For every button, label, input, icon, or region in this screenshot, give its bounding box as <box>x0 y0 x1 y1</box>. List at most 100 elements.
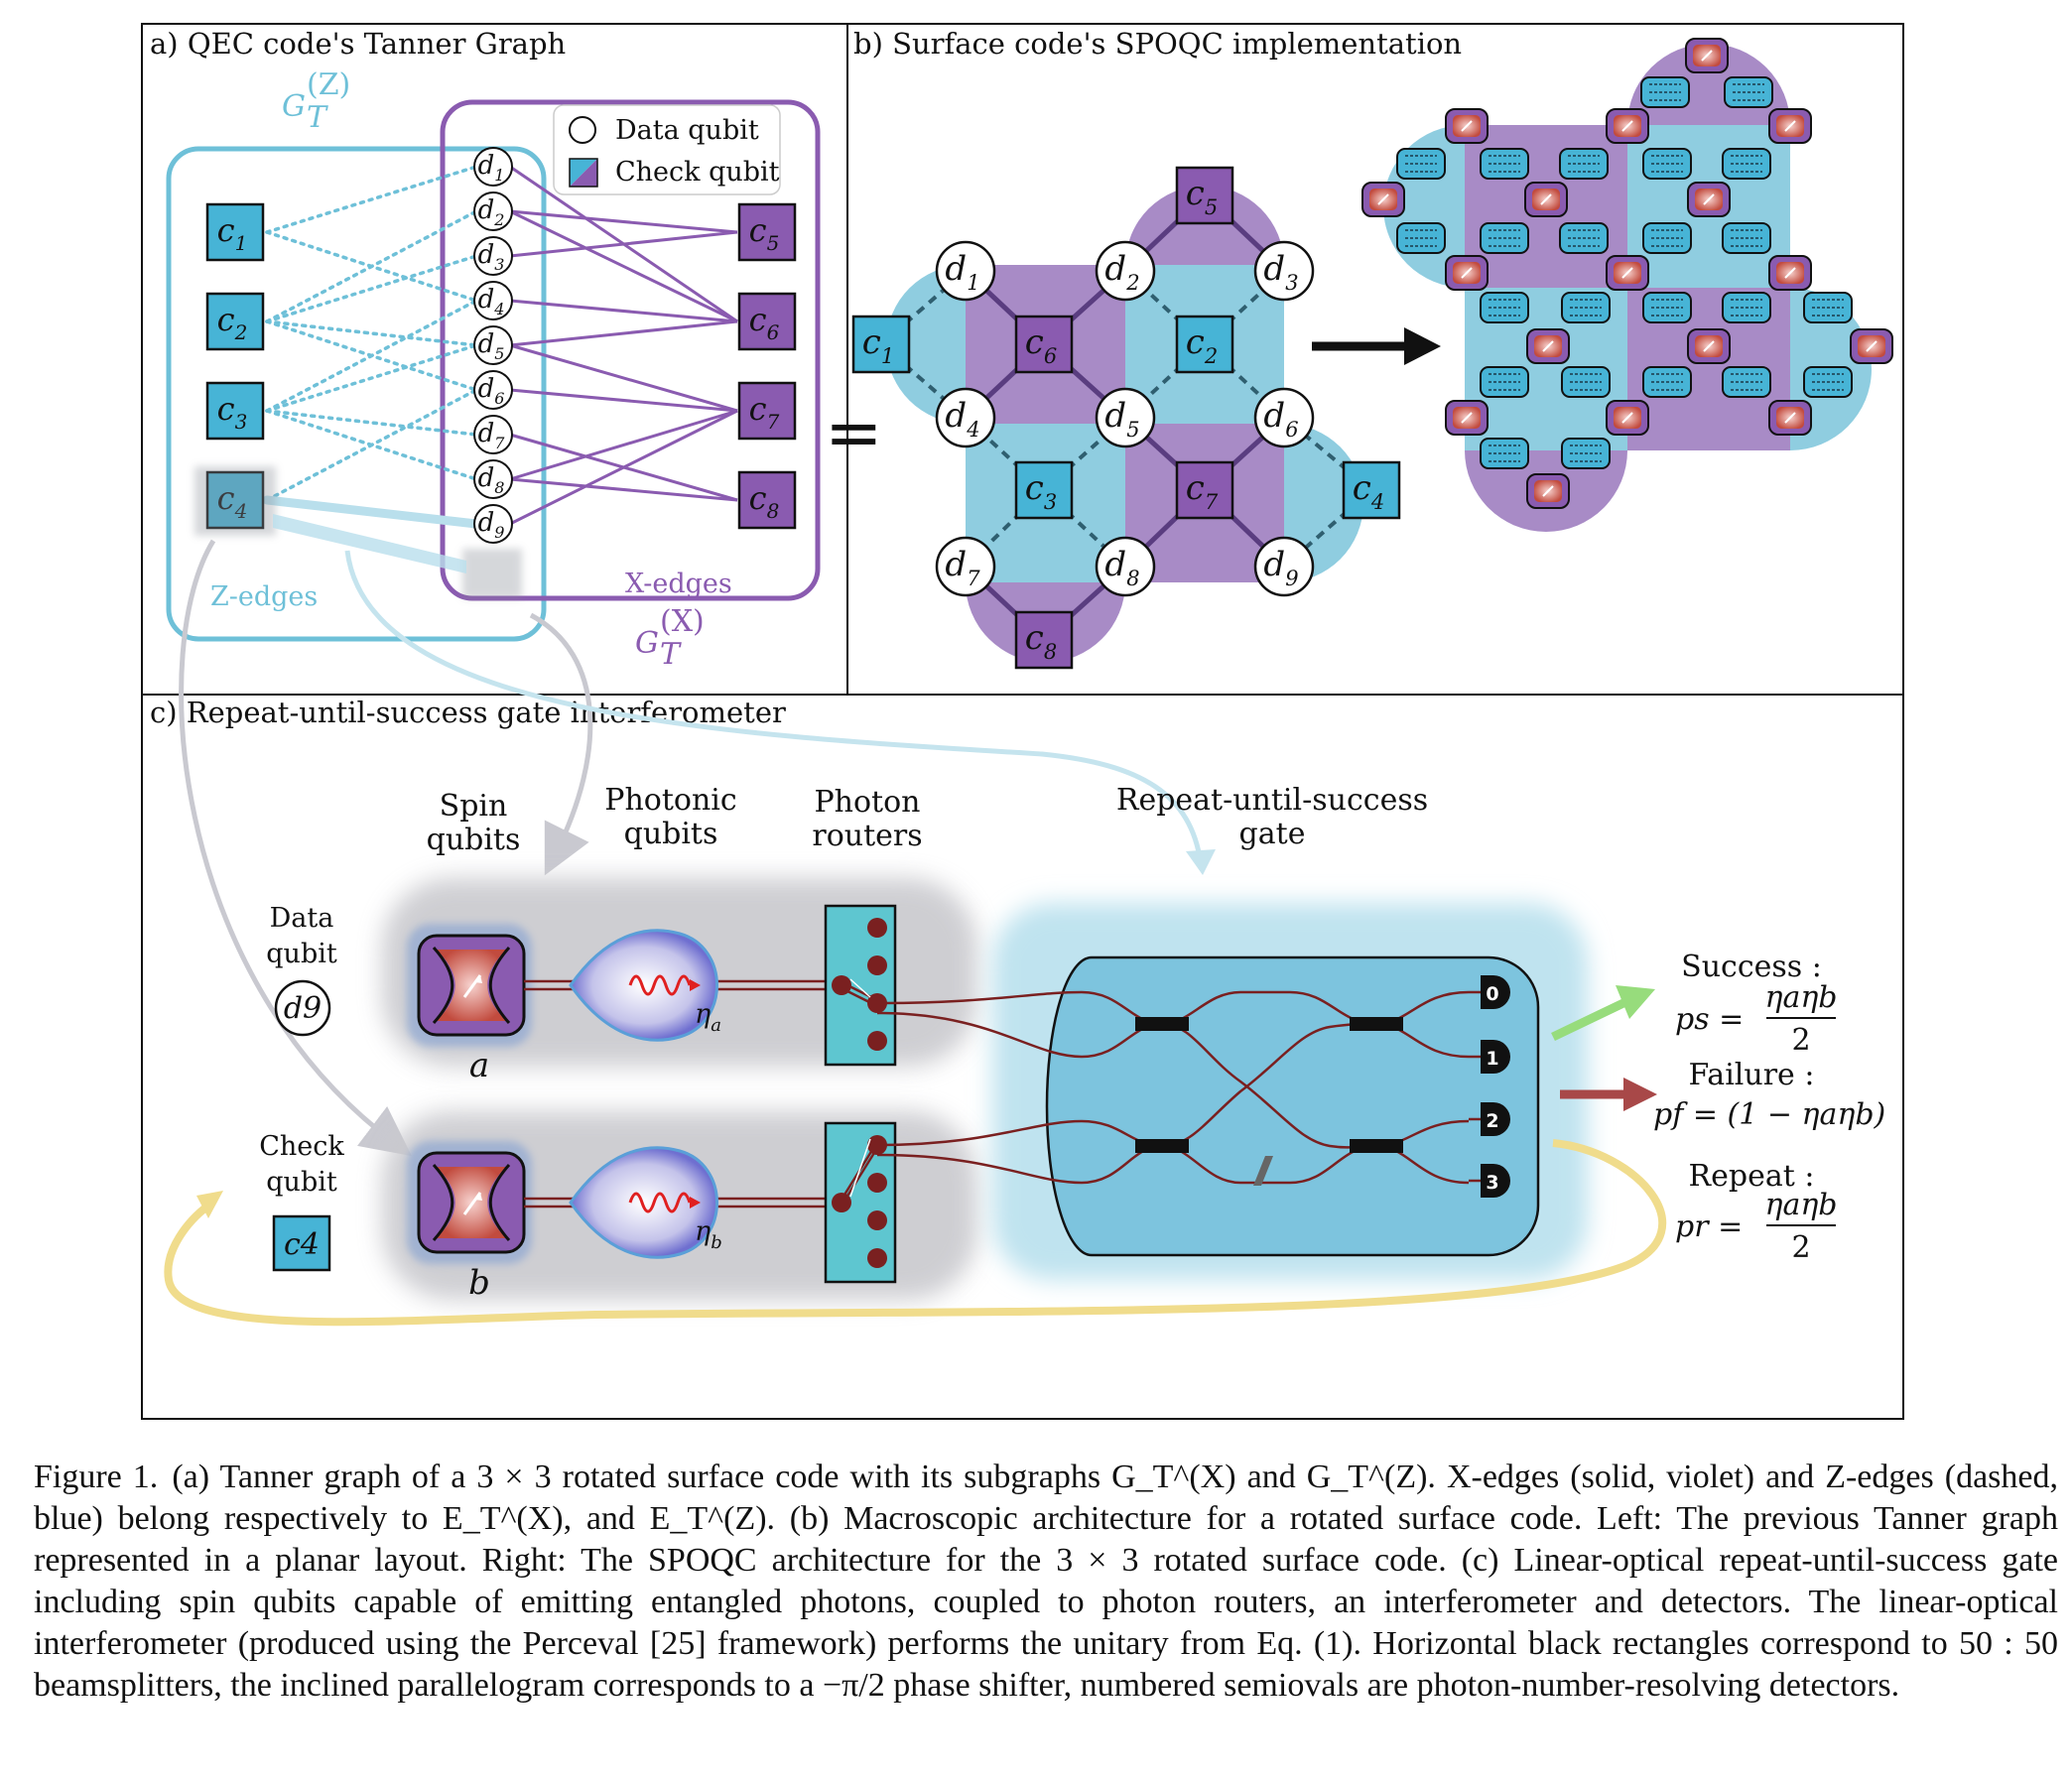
beamsplitter-3 <box>1135 1139 1189 1153</box>
check-qubit-line1: Check <box>259 1131 344 1162</box>
spin-label: a <box>469 1046 489 1085</box>
tanner-data-node <box>473 370 513 410</box>
arrow-edge-highlight <box>273 514 466 573</box>
z-edge <box>265 299 478 413</box>
surface-check-label: c1 <box>862 322 894 368</box>
x-edge <box>509 343 738 413</box>
photonic-qubit <box>569 1146 718 1259</box>
beamsplitter-2 <box>1350 1017 1403 1031</box>
gx-label-main: G <box>635 626 659 661</box>
tanner-z-check <box>205 292 265 351</box>
gz-label-sup: (Z) <box>307 67 350 102</box>
tanner-z-check <box>205 381 265 441</box>
data-qubit-line2: qubit <box>266 939 337 969</box>
repeat-denominator: 2 <box>1791 1230 1810 1265</box>
spoqc-router <box>1642 366 1692 398</box>
surface-check-node <box>1014 460 1074 520</box>
architecture-arrow <box>1312 327 1441 365</box>
tanner-x-check <box>737 202 797 262</box>
col-photonic-line2: qubits <box>624 817 718 851</box>
rus-data-qubit-name: d9 <box>284 991 322 1026</box>
photon-wave <box>628 974 692 996</box>
tanner-x-check <box>737 381 797 441</box>
spoqc-router <box>1642 292 1692 323</box>
gx-label-sub: T <box>660 637 682 672</box>
spoqc-router <box>1803 292 1853 323</box>
spoqc-spin-qubit <box>1606 255 1649 291</box>
router-port <box>867 1210 887 1230</box>
z-edge <box>265 388 478 502</box>
arrow-c4-to-check <box>179 539 412 1157</box>
waveguide <box>1081 990 1470 1026</box>
repeat-arrow-head <box>196 1191 223 1218</box>
router-port <box>867 1031 887 1051</box>
surface-data-node <box>1095 536 1156 597</box>
tanner-data-node <box>473 281 513 320</box>
figure: a) QEC code's Tanner Graph b) Surface co… <box>141 23 1904 1420</box>
x-edge <box>509 209 738 323</box>
surface-check-node <box>851 315 911 374</box>
detector-label: 2 <box>1486 1110 1498 1132</box>
spoqc-router <box>1480 292 1529 323</box>
spoqc-router <box>1559 148 1609 180</box>
surface-data-node <box>935 240 996 302</box>
spoqc-spin-qubit <box>1526 473 1570 509</box>
z-edge <box>265 343 478 413</box>
x-edge <box>509 477 738 502</box>
surface-data-label: d4 <box>945 396 979 442</box>
spoqc-router <box>1722 148 1771 180</box>
waveguide <box>876 1011 1083 1059</box>
spoqc-spin-qubit <box>1606 400 1649 436</box>
success-numerator: ηaηb <box>1764 980 1837 1015</box>
router-port <box>867 918 887 938</box>
spoqc-components <box>1361 38 1893 509</box>
legend-check-symbol <box>569 158 598 188</box>
waveguide <box>876 1153 1083 1185</box>
photon-router <box>824 1121 897 1284</box>
col-gate-label: Repeat-until-success gate <box>1116 783 1428 851</box>
tanner-data-node <box>473 236 513 276</box>
arrow-d9-to-spin <box>529 612 593 876</box>
gz-label-sub: T <box>307 100 328 135</box>
spoqc-spin-qubit <box>1526 328 1570 364</box>
surface-check-node <box>1175 315 1234 374</box>
spoqc-router <box>1480 148 1529 180</box>
spoqc-router <box>1561 438 1611 469</box>
tanner-data-node <box>473 415 513 454</box>
success-eq-lhs: ps = <box>1675 1002 1744 1037</box>
x-edge <box>509 209 738 234</box>
spoqc-spin-qubit <box>1685 38 1729 73</box>
waveguide <box>876 1119 1083 1147</box>
caption-text: (a) Tanner graph of a 3 × 3 rotated surf… <box>34 1459 2058 1704</box>
spoqc-router <box>1396 222 1446 254</box>
tanner-data-node <box>473 147 513 187</box>
spoqc-spin-qubit <box>1850 328 1893 364</box>
spoqc-router <box>1396 148 1446 180</box>
rus-check-qubit-node <box>272 1214 331 1272</box>
z-edge <box>265 254 478 323</box>
spoqc-router <box>1480 222 1529 254</box>
surface-data-node <box>1253 536 1315 597</box>
beamsplitter-4 <box>1350 1139 1403 1153</box>
photon-router <box>824 904 897 1067</box>
z-edge <box>265 165 478 234</box>
success-label: Success : <box>1681 950 1822 984</box>
detector <box>1481 975 1510 1009</box>
spoqc-spin-qubit <box>1445 255 1489 291</box>
beamsplitter-1 <box>1135 1017 1189 1031</box>
legend-check-label: Check qubit <box>615 157 780 188</box>
tanner-data-node <box>473 504 513 544</box>
tanner-z-check <box>205 202 265 262</box>
caption-figure-number: Figure 1. <box>34 1459 159 1495</box>
detector <box>1481 1164 1510 1198</box>
gx-label: G T (X) <box>635 604 705 672</box>
surface-data-node <box>1095 240 1156 302</box>
x-edge <box>509 409 738 481</box>
z-edge <box>265 209 478 323</box>
gz-label: G T (Z) <box>282 67 350 135</box>
photon-wave <box>628 1192 692 1213</box>
spoqc-spin-qubit <box>1524 182 1568 217</box>
spoqc-spin-qubit <box>1768 255 1812 291</box>
